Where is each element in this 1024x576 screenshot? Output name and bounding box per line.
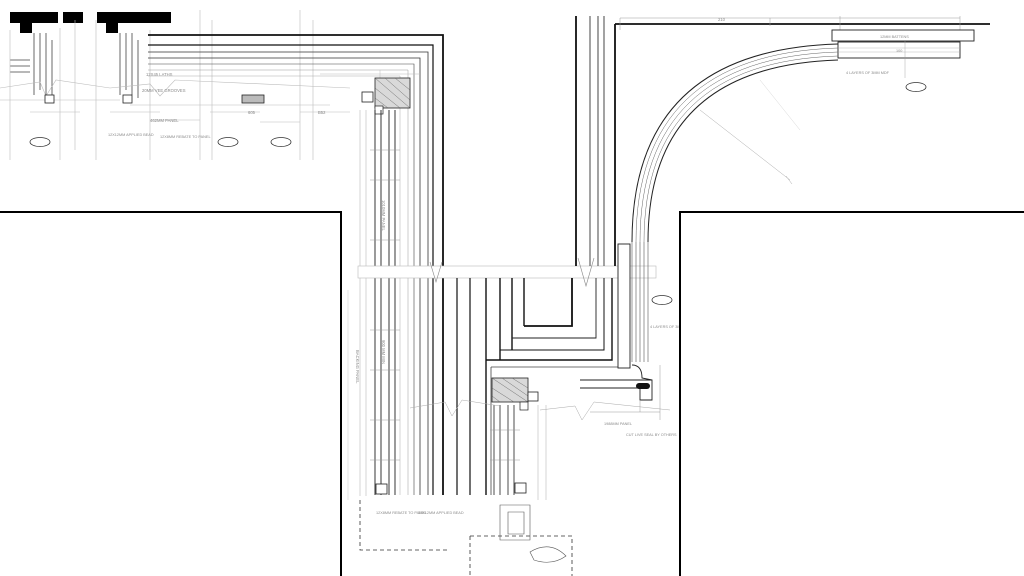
right-upper-frame — [575, 16, 990, 266]
label-applied-bead: 12X12MM APPLIED BEAD — [108, 133, 154, 137]
left-corner-frame — [148, 34, 444, 495]
break-lines — [409, 399, 671, 421]
center-nested-frame — [456, 278, 630, 495]
label-rebate-b: 12X8MM REBATE TO PANEL — [376, 511, 427, 515]
label-dim-b52: B52 — [318, 110, 326, 115]
section-tag-ellipse — [270, 137, 292, 147]
label-laths-a: 12X45 LATHS — [146, 72, 173, 77]
cap-bar-1 — [10, 12, 58, 23]
label-laths-b: 12MM BATTENS — [880, 35, 909, 39]
battens-detail — [831, 29, 975, 92]
label-panel-b: 1988MM PANEL — [604, 422, 632, 426]
bottom-fixture — [499, 504, 567, 563]
label-panel-vertical-a: 1010MM PANEL — [381, 200, 386, 232]
threshold-detail — [580, 364, 661, 420]
bead-square-2 — [122, 94, 133, 104]
label-applied-bead-b: 12X12MM APPLIED BEAD — [418, 511, 464, 515]
section-tag-ellipse — [29, 137, 51, 147]
label-cut-by-others: CUT LIVE SEAL BY OTHERS — [626, 433, 677, 437]
label-dim-100: 100 — [896, 49, 902, 53]
right-vertical-laminate — [617, 242, 673, 369]
section-tag-ellipse — [905, 82, 927, 92]
label-dim-605: 605 — [248, 110, 256, 115]
label-dim-210: 210 — [718, 17, 726, 22]
label-vee-grooves: 20MM VEE GROOVES — [142, 88, 186, 93]
bead-square-3 — [241, 94, 265, 104]
right-frame-block — [679, 211, 1024, 576]
label-panel-a: 462MM PANEL — [150, 118, 179, 123]
section-tag-ellipse — [651, 295, 673, 305]
break-band — [357, 257, 657, 288]
lower-vertical-profile — [490, 405, 547, 500]
bead-square-1 — [44, 94, 55, 104]
section-tag-ellipse — [217, 137, 239, 147]
dashed-outlines — [359, 500, 573, 576]
label-layers-side: 4 LAYERS OF 3MM MDF — [650, 325, 694, 329]
label-panel-vertical-b: 900 MM MIN — [381, 340, 386, 364]
top-left-detail: 12X45 LATHS 20MM VEE GROOVES 462MM PANEL… — [0, 10, 351, 160]
lower-corner-bead — [375, 377, 539, 495]
label-panel-vertical-c: BACKING PANEL — [355, 350, 360, 384]
cap-bar-3 — [97, 12, 171, 23]
cap-bar-2 — [63, 12, 83, 23]
label-rebate-a: 12X8MM REBATE TO PANEL — [160, 135, 211, 139]
curved-arc-laminate — [631, 43, 839, 243]
corner-bead-detail — [361, 77, 411, 115]
left-vertical-profile — [347, 110, 400, 500]
foreground-frame-blocks — [0, 211, 1024, 576]
label-layers-top: 4 LAYERS OF 3MM MDF — [846, 71, 890, 75]
left-frame-block — [0, 211, 342, 576]
